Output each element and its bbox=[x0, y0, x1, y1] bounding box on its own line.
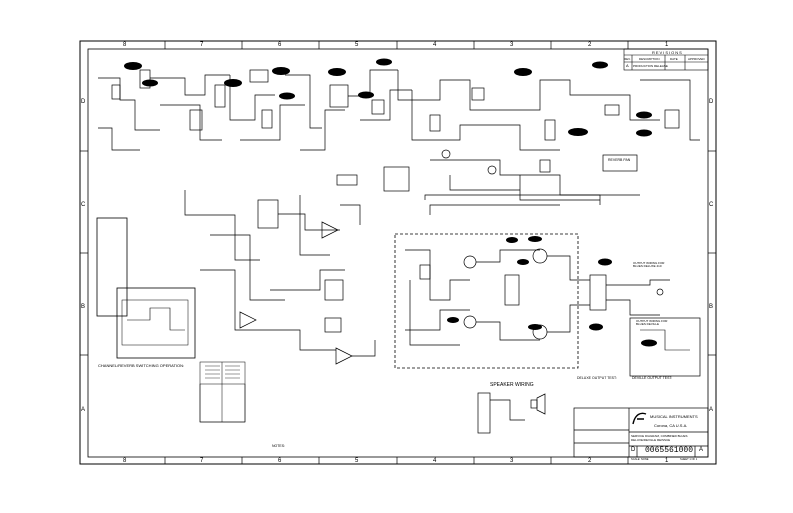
zone-row-d-left: D bbox=[81, 99, 86, 105]
company-name: MUSICAL INSTRUMENTS bbox=[650, 414, 698, 419]
zone-col-6-bottom: 6 bbox=[278, 458, 282, 464]
zone-row-a-right: A bbox=[709, 407, 714, 413]
zone-col-2-top: 2 bbox=[588, 42, 592, 48]
zone-col-1-bottom: 1 bbox=[665, 458, 669, 464]
zone-col-2-bottom: 2 bbox=[588, 458, 592, 464]
zone-row-d-right: D bbox=[709, 99, 714, 105]
zone-row-c-right: C bbox=[709, 202, 714, 208]
zone-col-8-top: 8 bbox=[123, 42, 127, 48]
channel-reverb-heading: CHANNEL/REVERB SWITCHING OPERATION: bbox=[98, 363, 185, 368]
revisions-title: REVISIONS bbox=[652, 50, 683, 55]
company-logo bbox=[632, 412, 647, 425]
revisions-header-date: DATE bbox=[670, 57, 678, 61]
speaker-wiring-heading: SPEAKER WIRING bbox=[490, 382, 534, 388]
company-location: Corona, CA U.S.A. bbox=[654, 423, 688, 428]
drawing-rev: A bbox=[699, 447, 704, 453]
output-wiring-deluxe-label: OUTPUT WIRING FOR BLUES DELUXE 410 bbox=[633, 261, 665, 268]
zone-row-a-left: A bbox=[81, 407, 86, 413]
deville-output-heading: DEVILLE OUTPUT TEST: bbox=[632, 376, 673, 380]
zone-col-5-top: 5 bbox=[355, 42, 359, 48]
zone-col-5-bottom: 5 bbox=[355, 458, 359, 464]
revisions-header-rev: REV. bbox=[624, 57, 631, 61]
zone-col-8-bottom: 8 bbox=[123, 458, 127, 464]
zone-row-b-right: B bbox=[709, 304, 714, 310]
zone-col-7-top: 7 bbox=[200, 42, 204, 48]
drawing-description: SERVICE DIAGRAM, COMBINED BLUES DELUXE/D… bbox=[631, 434, 688, 442]
zone-row-c-left: C bbox=[81, 202, 86, 208]
zone-col-4-top: 4 bbox=[433, 42, 437, 48]
drawing-size: D bbox=[631, 447, 636, 453]
deluxe-output-heading: DELUXE OUTPUT TEST: bbox=[577, 376, 617, 380]
revisions-row-desc: PRODUCTION RELEASE bbox=[633, 64, 668, 68]
zone-col-6-top: 6 bbox=[278, 42, 282, 48]
revisions-row-rev: A bbox=[626, 63, 629, 68]
drawing-scale: SCALE: NONE bbox=[631, 458, 649, 461]
zone-col-7-bottom: 7 bbox=[200, 458, 204, 464]
revisions-header-desc: DESCRIPTION bbox=[639, 57, 660, 61]
drawing-number: 0065561000 bbox=[645, 446, 694, 455]
zone-col-3-bottom: 3 bbox=[510, 458, 514, 464]
zone-col-3-top: 3 bbox=[510, 42, 514, 48]
reverb-pan-label: REVERB PAN bbox=[608, 158, 631, 162]
zone-col-1-top: 1 bbox=[665, 42, 669, 48]
drawing-sheet: SHEET 1 OF 1 bbox=[680, 458, 698, 461]
revisions-header-approved: APPROVED bbox=[688, 57, 705, 61]
zone-row-b-left: B bbox=[81, 304, 86, 310]
output-wiring-deville-label: OUTPUT WIRING FOR BLUES DEVILLE bbox=[636, 319, 668, 326]
zone-col-4-bottom: 4 bbox=[433, 458, 437, 464]
notes-label: NOTES: bbox=[272, 444, 286, 448]
